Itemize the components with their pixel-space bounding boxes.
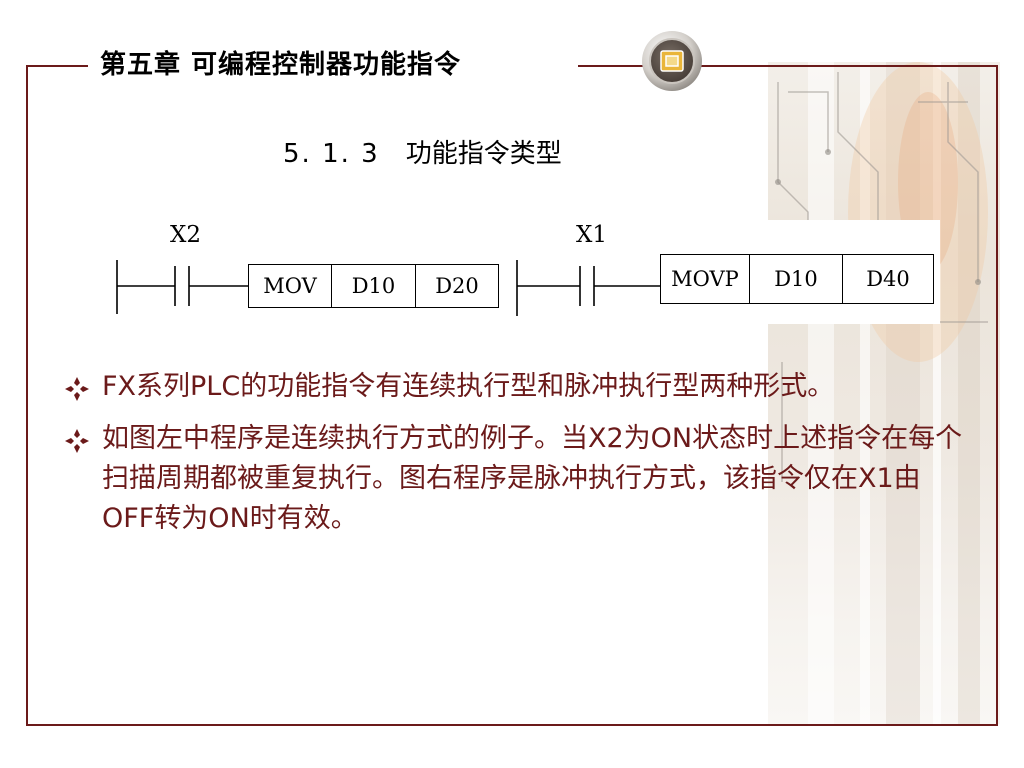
operand-box-dest: D40	[842, 254, 934, 304]
section-number: 5. 1. 3	[283, 139, 380, 169]
operand-box-source: D10	[331, 264, 416, 308]
list-item: FX系列PLC的功能指令有连续执行型和脉冲执行型两种形式。	[64, 367, 964, 407]
frame-top-middle	[578, 65, 644, 67]
contact-label-x2: X2	[170, 222, 202, 248]
frame-bottom	[26, 724, 998, 726]
bullet-text: 如图左中程序是连续执行方式的例子。当X2为ON状态时上述指令在每个扫描周期都被重…	[102, 423, 963, 534]
diamond-bullet-icon	[65, 377, 89, 401]
instruction-box-movp: MOVP	[660, 254, 750, 304]
frame-right	[996, 65, 998, 726]
frame-top-right	[700, 65, 998, 67]
list-item: 如图左中程序是连续执行方式的例子。当X2为ON状态时上述指令在每个扫描周期都被重…	[64, 419, 964, 539]
instruction-box-mov: MOV	[248, 264, 332, 308]
diamond-bullet-icon	[65, 429, 89, 453]
operand-box-source: D10	[749, 254, 843, 304]
bullet-list: FX系列PLC的功能指令有连续执行型和脉冲执行型两种形式。 如图左中程序是连续执…	[64, 367, 964, 551]
section-heading: 5. 1. 3 功能指令类型	[283, 133, 562, 170]
contact-label-x1: X1	[576, 222, 608, 248]
ladder-lines	[116, 260, 660, 316]
bullet-text: FX系列PLC的功能指令有连续执行型和脉冲执行型两种形式。	[102, 371, 835, 402]
section-title-text: 功能指令类型	[405, 139, 562, 169]
page-title: 第五章 可编程控制器功能指令	[100, 50, 462, 80]
frame-top-left	[26, 65, 88, 67]
ladder-right-panel	[664, 220, 940, 324]
square-badge-icon	[641, 30, 703, 92]
operand-box-dest: D20	[415, 264, 499, 308]
frame-left	[26, 65, 28, 726]
ladder-diagram: X2 X1 MOV D10 D20 MOVP D10 D40	[100, 216, 940, 328]
